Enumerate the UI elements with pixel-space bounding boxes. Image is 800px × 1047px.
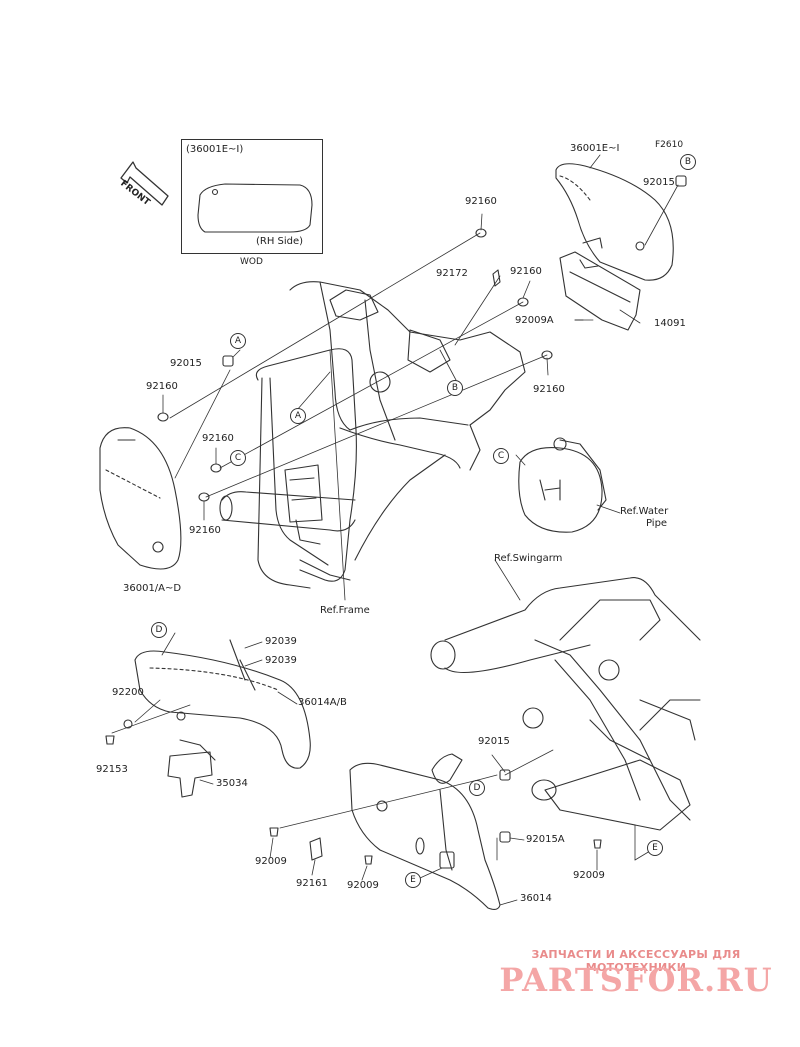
- callout-d-guard: D: [151, 622, 167, 638]
- part-92160-mid: 92160: [510, 266, 542, 277]
- callout-a-frame: A: [290, 408, 306, 424]
- swingarm: [430, 577, 701, 831]
- callout-b-top: B: [680, 154, 696, 170]
- part-92160-top: 92160: [465, 196, 497, 207]
- part-36014A-B: 36014A/B: [298, 697, 347, 708]
- inset-title: (36001E~I): [186, 144, 244, 155]
- ref-water-pipe-line1: Ref.Water: [620, 506, 669, 517]
- side-cover-left: [99, 427, 182, 570]
- part-35034: 35034: [216, 778, 248, 789]
- part-92161: 92161: [296, 878, 328, 889]
- part-92160-right: 92160: [533, 384, 565, 395]
- front-arrow-icon: [120, 161, 169, 206]
- part-14091: 14091: [654, 318, 686, 329]
- motorcycle-frame: [219, 281, 526, 589]
- part-92009-c: 92009: [573, 870, 605, 881]
- part-92015-low: 92015: [478, 736, 510, 747]
- part-92039-a: 92039: [265, 636, 297, 647]
- callout-e-right: E: [647, 840, 663, 856]
- callout-c-left: C: [230, 450, 246, 466]
- bracket-35034: [167, 739, 216, 798]
- ref-frame: Ref.Frame: [320, 605, 370, 616]
- watermark-logo: PARTSFOR.RU: [499, 961, 773, 999]
- inset-sub-label: WOD: [240, 257, 263, 267]
- inset-caption: (RH Side): [256, 236, 304, 247]
- bracket-14091: [559, 251, 641, 331]
- part-92039-b: 92039: [265, 655, 297, 666]
- callout-e-low: E: [405, 872, 421, 888]
- ref-water-pipe-line2: Pipe: [646, 518, 668, 529]
- fasteners: [105, 175, 687, 865]
- part-92160-low: 92160: [189, 525, 221, 536]
- callout-c-pipe: C: [493, 448, 509, 464]
- inset-rh-side: [181, 139, 323, 254]
- part-92009A: 92009A: [515, 315, 554, 326]
- part-36001-A-D: 36001/A~D: [123, 583, 182, 594]
- callout-d-low: D: [469, 780, 485, 796]
- figure-code: F2610: [655, 140, 684, 150]
- part-92009-b: 92009: [347, 880, 379, 891]
- watermark-tagline: ЗАПЧАСТИ И АКСЕССУАРЫ ДЛЯ МОТОТЕХНИКИ: [531, 948, 741, 974]
- part-92160-left: 92160: [146, 381, 178, 392]
- part-92200: 92200: [112, 687, 144, 698]
- part-92153: 92153: [96, 764, 128, 775]
- part-92160-c: 92160: [202, 433, 234, 444]
- ref-swingarm: Ref.Swingarm: [494, 553, 563, 564]
- part-36001E-I: 36001E~I: [570, 143, 620, 154]
- part-92172: 92172: [436, 268, 468, 279]
- part-92015-top: 92015: [643, 177, 675, 188]
- inset-cover-shape: [197, 183, 313, 233]
- leader-lines: [111, 154, 679, 906]
- water-pump-cover: [518, 437, 607, 533]
- part-36014: 36014: [520, 893, 552, 904]
- chain-guard-upper: [134, 639, 311, 769]
- side-cover-right: [555, 163, 674, 281]
- callout-a-left: A: [230, 333, 246, 349]
- part-92015-left: 92015: [170, 358, 202, 369]
- part-92015A: 92015A: [526, 834, 565, 845]
- callout-b-frame: B: [447, 380, 463, 396]
- part-92009-a: 92009: [255, 856, 287, 867]
